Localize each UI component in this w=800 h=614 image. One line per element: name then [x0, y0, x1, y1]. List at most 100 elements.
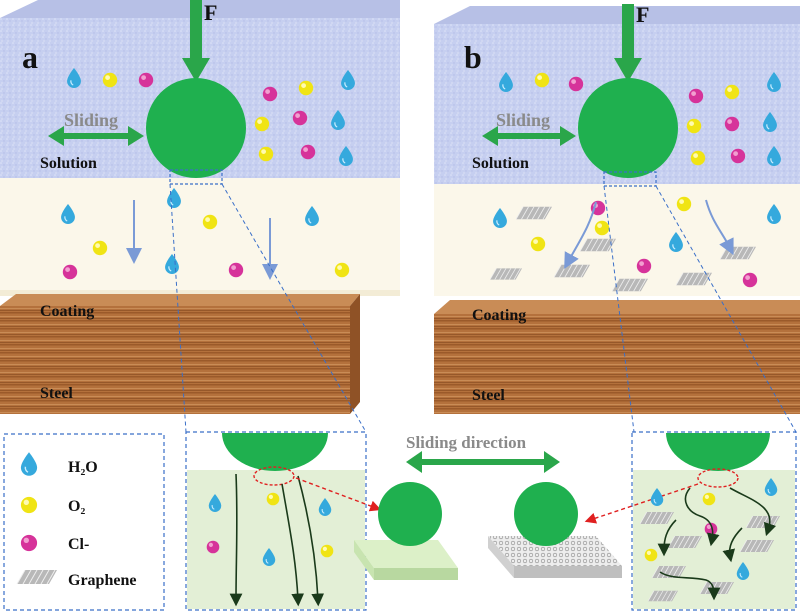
panel-b-force-arrow-head: [614, 58, 642, 82]
panel-b-steel-top: [434, 300, 800, 314]
panel-a-force-arrow-head: [182, 58, 210, 82]
graphene-substrate-side: [514, 566, 622, 578]
panel-b: b F Sliding Solution Coating Steel: [434, 2, 800, 433]
chloride-ball-icon: [206, 540, 220, 554]
panel-b-sliding-arrow-right: [560, 126, 576, 146]
oxygen-ball-icon: [202, 214, 218, 230]
oxygen-ball-icon: [534, 72, 550, 88]
panel-b-coating-label: Coating: [472, 307, 526, 324]
zoom-b-ball-cap: [666, 433, 770, 471]
panel-a-sliding-arrow-left: [48, 126, 64, 146]
plain-substrate-top: [354, 540, 458, 568]
oxygen-ball-icon: [92, 240, 108, 256]
sliding-direction-label: Sliding direction: [406, 433, 527, 452]
panel-b-steel-layer: [434, 314, 800, 414]
chloride-ball-icon: [62, 264, 78, 280]
zoom-a-coating: [187, 470, 365, 609]
zoom-a-link-arrow: [295, 477, 382, 512]
panel-a-steel-top: [0, 294, 360, 306]
zoom-b-tortuous-path: [684, 487, 720, 547]
zoom-b-tortuous-path: [729, 487, 777, 537]
chloride-ball-icon: [568, 76, 584, 92]
oxygen-ball-icon: [644, 548, 658, 562]
oxygen-ball-icon: [690, 150, 706, 166]
sliding-direction-arrow-right: [544, 451, 560, 473]
panel-a-steel-side: [350, 294, 360, 414]
panel-a: a F Sliding Solution Coating Steel: [0, 0, 400, 433]
sliding-direction-arrow-left: [406, 451, 422, 473]
oxygen-ball-icon: [676, 196, 692, 212]
oxygen-ball-icon: [530, 236, 546, 252]
panel-a-zoom-box: [169, 169, 223, 185]
panel-b-zoom-line: [603, 185, 635, 433]
zoom-a-path: [229, 473, 243, 607]
center-ball-plain: [378, 482, 442, 546]
zoom-a-path: [297, 475, 325, 607]
panel-b-diverted-path: [564, 201, 597, 270]
panel-a-steel-label: Steel: [40, 385, 73, 402]
center-detail: Sliding direction: [354, 433, 622, 580]
graphene-substrate-top: [488, 536, 622, 566]
zoom-b: [584, 431, 797, 611]
zoom-a-ball-cap: [222, 433, 328, 471]
panel-b-zoom-line: [655, 185, 797, 433]
panel-a-solution-label: Solution: [40, 155, 97, 172]
oxygen-ball-icon: [334, 262, 350, 278]
oxygen-ball-icon: [594, 220, 610, 236]
panel-a-sliding-arrow-right: [128, 126, 144, 146]
oxygen-ball-icon: [258, 146, 274, 162]
chloride-ball-icon: [636, 258, 652, 274]
oxygen-ball-icon: [20, 496, 38, 514]
zoom-a: [185, 431, 382, 611]
panel-a-force-arrow-shaft: [190, 0, 202, 60]
panel-b-solution-label: Solution: [472, 155, 529, 172]
zoom-a-contact-ellipse: [253, 466, 295, 486]
chloride-ball-icon: [724, 116, 740, 132]
chloride-ball-icon: [300, 144, 316, 160]
plain-substrate-left: [354, 540, 374, 580]
zoom-a-path: [281, 483, 305, 607]
panel-a-zoom-line: [221, 183, 367, 433]
panel-b-ball: [578, 78, 678, 178]
zoom-b-contact-ellipse: [697, 468, 739, 488]
plain-substrate-side: [374, 568, 458, 580]
panel-b-top-face: [434, 6, 800, 24]
panel-a-coating-label: Coating: [40, 303, 94, 320]
zoom-b-tortuous-path: [659, 571, 721, 601]
oxygen-ball-icon: [298, 80, 314, 96]
oxygen-ball-icon: [266, 492, 280, 506]
chloride-ball-icon: [138, 72, 154, 88]
panel-a-force-label: F: [204, 0, 217, 25]
zoom-b-tortuous-path: [722, 527, 743, 563]
legend-label-chloride: Cl-: [68, 536, 89, 553]
panel-b-force-label: F: [636, 2, 649, 27]
panel-b-letter: b: [464, 39, 482, 75]
panel-a-coating-lower: [0, 290, 400, 296]
panel-b-force-arrow-shaft: [622, 4, 634, 60]
legend-label-graphene: Graphene: [68, 572, 136, 589]
chloride-ball-icon: [688, 88, 704, 104]
panel-b-steel-label: Steel: [472, 387, 505, 404]
oxygen-ball-icon: [254, 116, 270, 132]
chloride-ball-icon: [730, 148, 746, 164]
oxygen-ball-icon: [102, 72, 118, 88]
panel-a-ball: [146, 78, 246, 178]
chloride-ball-icon: [262, 86, 278, 102]
panel-b-zoom-box: [603, 171, 657, 187]
oxygen-ball-icon: [702, 492, 716, 506]
panel-b-sliding-arrow-left: [482, 126, 498, 146]
panel-a-steel-layer: [0, 306, 350, 414]
oxygen-ball-icon: [686, 118, 702, 134]
chloride-ball-icon: [228, 262, 244, 278]
zoom-b-link-arrow: [584, 483, 699, 524]
legend-label-oxygen: O₂: [68, 498, 85, 515]
graphene-substrate-left: [488, 536, 514, 578]
legend: H₂O O₂ Cl- Graphene: [3, 433, 165, 611]
panel-b-diverted-path: [705, 199, 734, 256]
panel-a-letter: a: [22, 39, 38, 75]
chloride-ball-icon: [742, 272, 758, 288]
chloride-ball-icon: [292, 110, 308, 126]
panel-a-sliding-label: Sliding: [64, 110, 118, 130]
oxygen-ball-icon: [320, 544, 334, 558]
